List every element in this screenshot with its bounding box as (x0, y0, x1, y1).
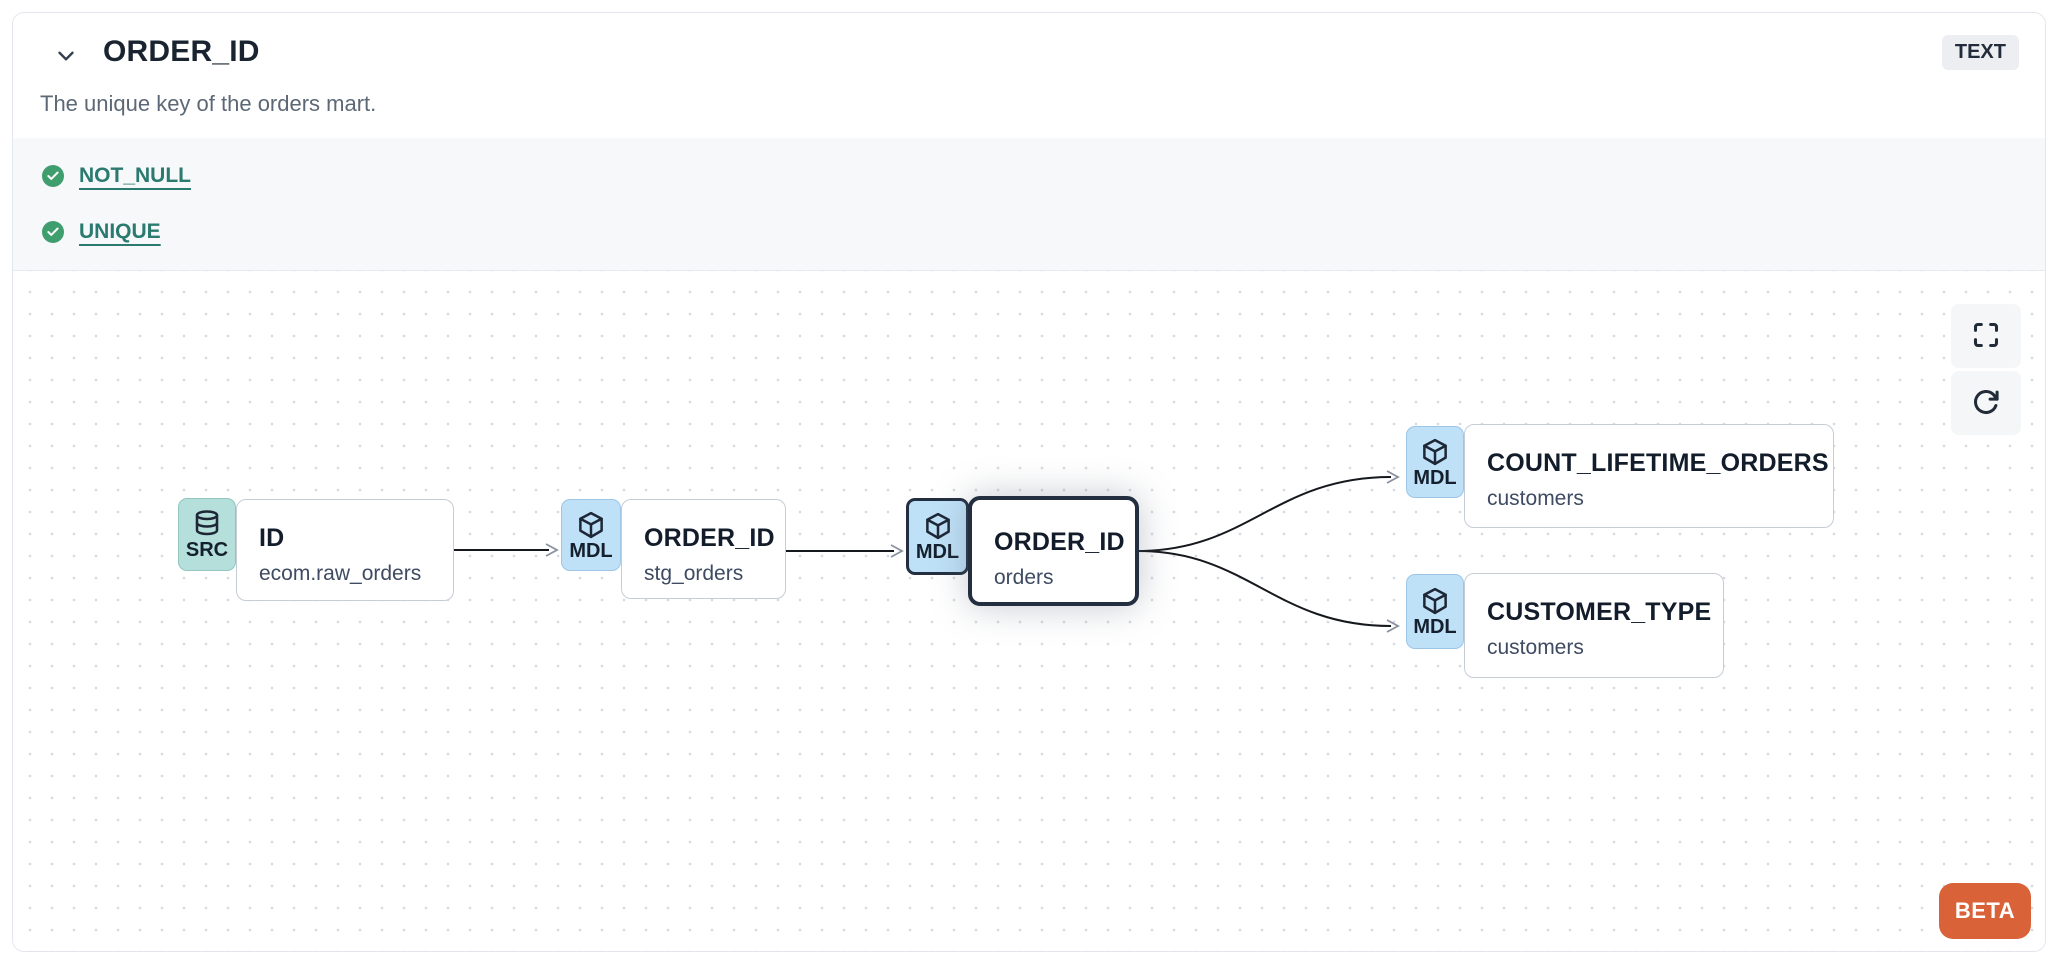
node-kind-label: MDL (915, 541, 960, 563)
node-title: COUNT_LIFETIME_ORDERS (1487, 449, 1829, 477)
beta-badge: BETA (1939, 883, 2031, 939)
maximize-icon (1972, 321, 2000, 352)
node-kind-badge: MDL (906, 498, 969, 575)
node-kind-badge: MDL (1406, 426, 1464, 498)
cube-icon (923, 511, 953, 541)
node-card: ORDER_ID orders (968, 496, 1139, 606)
column-description: The unique key of the orders mart. (40, 91, 377, 116)
node-subtitle: orders (994, 566, 1054, 589)
node-kind-label: MDL (1413, 466, 1457, 489)
node-subtitle: customers (1487, 636, 1584, 659)
test-row: UNIQUE (42, 219, 2045, 245)
data-type-badge: TEXT (1941, 35, 2019, 70)
fullscreen-button[interactable] (1951, 304, 2021, 368)
refresh-icon (1972, 388, 2000, 419)
node-card: ID ecom.raw_orders (236, 499, 454, 601)
node-card: COUNT_LIFETIME_ORDERS customers (1464, 424, 1834, 528)
test-row: NOT_NULL (42, 163, 2045, 189)
lineage-canvas[interactable]: SRC ID ecom.raw_orders MDL ORDER_ID stg_… (13, 271, 2045, 951)
node-card: ORDER_ID stg_orders (621, 499, 786, 599)
node-title: CUSTOMER_TYPE (1487, 598, 1712, 626)
tests-section: NOT_NULL UNIQUE (13, 138, 2045, 271)
column-detail-panel: ORDER_ID TEXT The unique key of the orde… (12, 12, 2046, 952)
cube-icon (576, 510, 606, 540)
node-kind-label: MDL (1413, 616, 1457, 638)
cube-icon (1420, 586, 1450, 616)
node-subtitle: customers (1487, 487, 1584, 510)
node-title: ORDER_ID (644, 524, 775, 552)
node-kind-label: SRC (185, 539, 229, 561)
collapse-toggle[interactable] (53, 43, 79, 69)
node-kind-badge: SRC (178, 498, 236, 571)
lineage-edges (454, 470, 1400, 633)
node-title: ID (259, 524, 285, 552)
node-card: CUSTOMER_TYPE customers (1464, 573, 1724, 678)
node-kind-label: MDL (569, 539, 613, 562)
test-pass-icon (42, 221, 64, 243)
test-pass-icon (42, 165, 64, 187)
node-kind-badge: MDL (1406, 574, 1464, 649)
column-title: ORDER_ID (103, 35, 260, 68)
header: ORDER_ID TEXT (13, 13, 2045, 83)
refresh-button[interactable] (1951, 371, 2021, 435)
node-title: ORDER_ID (994, 528, 1125, 556)
database-icon (192, 509, 222, 539)
node-subtitle: ecom.raw_orders (259, 562, 422, 585)
test-link-unique[interactable]: UNIQUE (79, 220, 161, 243)
cube-icon (1420, 437, 1450, 467)
node-kind-badge: MDL (561, 499, 621, 571)
test-link-not-null[interactable]: NOT_NULL (79, 164, 191, 187)
chevron-down-icon (53, 51, 79, 72)
node-subtitle: stg_orders (644, 562, 744, 585)
